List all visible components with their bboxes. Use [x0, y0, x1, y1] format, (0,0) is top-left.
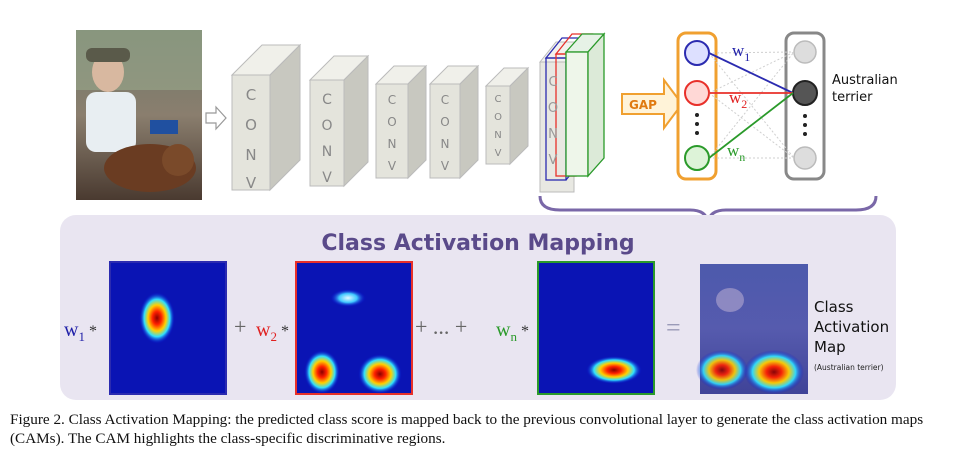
svg-text:N: N [322, 144, 332, 160]
weight-label-w1: w1 [732, 41, 750, 64]
svg-text:N: N [494, 130, 501, 141]
svg-text:O: O [245, 116, 257, 134]
cam-weight-w1: w1* [64, 319, 97, 344]
cam-panel-title: Class Activation Mapping [321, 231, 634, 256]
input-photo [76, 30, 202, 200]
conv-layer-3 [374, 64, 428, 180]
conv-label-3: C O N V [387, 93, 397, 173]
svg-text:O: O [494, 112, 502, 123]
output-node-n [793, 146, 817, 170]
gap-arrow: GAP [621, 77, 684, 131]
gap-node-blue [684, 40, 710, 66]
cam-figure: C O N V C O N V C O N V C O N V C O N V [60, 30, 902, 400]
cam-panel [60, 215, 896, 400]
input-arrow-icon [205, 105, 227, 131]
svg-text:N: N [441, 137, 450, 151]
conv-label-5: C O N V [494, 94, 502, 159]
svg-text:C: C [548, 75, 557, 90]
gap-node-green [684, 145, 710, 171]
activation-map-2 [295, 261, 413, 395]
svg-text:V: V [246, 174, 257, 192]
cam-weight-w2: w2* [256, 319, 289, 344]
gap-vertical-dots [695, 113, 699, 135]
activation-map-n [537, 261, 655, 395]
svg-text:C: C [441, 93, 449, 107]
conv-layer-4 [428, 64, 480, 180]
output-vertical-dots [803, 114, 807, 136]
conv-layer-1 [230, 43, 302, 192]
result-sublabel: (Australian terrier) [814, 363, 884, 372]
svg-text:C: C [246, 86, 256, 104]
svg-text:C: C [322, 92, 332, 108]
weight-label-w2: w2 [729, 88, 747, 111]
conv-label-2: C O N V [321, 92, 332, 186]
svg-text:O: O [387, 115, 396, 129]
svg-text:V: V [495, 148, 502, 159]
output-node-1 [793, 40, 817, 64]
last-conv-feature-maps [538, 32, 606, 193]
svg-text:V: V [441, 159, 450, 173]
svg-text:C: C [388, 93, 396, 107]
conv-label-1: C O N V [245, 86, 257, 192]
class-label: Australian terrier [832, 73, 902, 105]
svg-text:V: V [549, 153, 558, 168]
conv-layer-5 [484, 66, 530, 166]
activation-map-1 [109, 261, 227, 395]
result-label: Class Activation Map [814, 298, 894, 356]
class-activation-map-result [696, 264, 808, 394]
svg-text:O: O [548, 101, 558, 116]
gap-node-red [684, 80, 710, 106]
svg-text:V: V [322, 170, 332, 186]
svg-text:N: N [548, 127, 558, 142]
weight-connections [708, 51, 795, 159]
equals-operator: = [666, 313, 681, 342]
svg-text:V: V [388, 159, 397, 173]
cam-weight-wn: wn* [496, 319, 529, 344]
output-node-selected [792, 80, 818, 106]
figure-caption: Figure 2. Class Activation Mapping: the … [10, 411, 924, 447]
conv-label-last: C O N V [548, 75, 558, 168]
svg-text:C: C [495, 94, 502, 105]
svg-text:N: N [245, 146, 256, 164]
svg-text:N: N [388, 137, 397, 151]
gap-label: GAP [629, 98, 657, 112]
ellipsis-operator: + ... + [415, 314, 467, 339]
conv-layer-2 [308, 54, 370, 188]
svg-text:O: O [440, 115, 449, 129]
conv-label-4: C O N V [440, 93, 450, 173]
svg-text:O: O [321, 118, 332, 134]
plus-operator-1: + [234, 314, 246, 339]
weight-label-wn: wn [727, 141, 745, 164]
